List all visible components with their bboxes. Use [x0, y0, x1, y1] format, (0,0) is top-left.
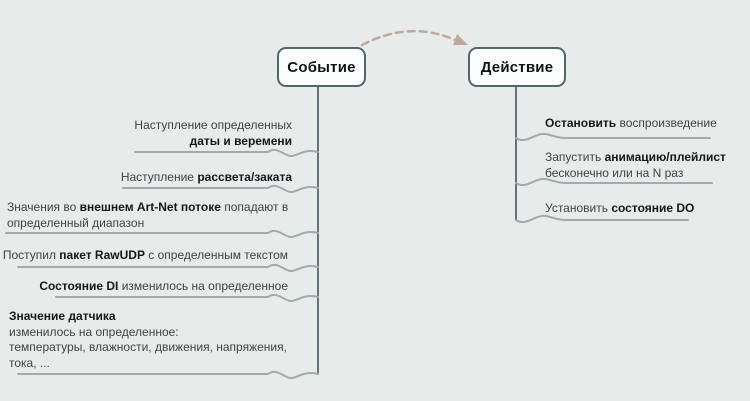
action-item-start-animation[interactable]: Запустить анимацию/плейлист бесконечно и… [545, 150, 735, 181]
event-item-underline-5 [55, 293, 319, 303]
text-segment: с определенным текстом [144, 248, 288, 262]
text-segment: даты и веремени [189, 133, 292, 148]
text-segment: Значение датчика [9, 309, 116, 323]
action-item-underline-3 [515, 214, 689, 224]
event-item-di-state[interactable]: Состояние DI изменилось на определенное [0, 279, 288, 295]
action-item-underline-1 [515, 132, 711, 142]
text-segment: Наступление [120, 170, 198, 184]
event-item-datetime[interactable]: Наступление определенных даты и веремени [0, 118, 292, 149]
text-segment: рассвета/заката [197, 170, 292, 184]
action-item-underline-2 [515, 177, 713, 187]
text-segment: воспроизведение [616, 116, 717, 130]
node-event[interactable]: Событие [277, 47, 366, 87]
text-segment: анимацию/плейлист [604, 150, 726, 164]
relationship-arrow [360, 29, 457, 47]
event-item-rawudp-packet[interactable]: Поступил пакет RawUDP с определенным тек… [0, 248, 288, 264]
text-segment: состояние DO [611, 201, 695, 215]
event-item-artnet-range[interactable]: Значения во внешнем Art-Net потоке попад… [7, 200, 322, 231]
text-segment: Остановить [545, 116, 617, 130]
text-segment: Поступил [2, 248, 60, 262]
event-item-underline-6 [17, 370, 319, 380]
text-segment: изменилось на определенное: температуры,… [9, 324, 287, 370]
text-segment: пакет RawUDP [59, 248, 145, 262]
text-segment: Состояние DI [39, 279, 119, 293]
event-item-sensor-value[interactable]: Значение датчика изменилось на определен… [9, 309, 324, 371]
event-item-underline-1 [134, 148, 319, 158]
node-action[interactable]: Действие [468, 47, 566, 87]
text-segment: попадают в определенный диапазон [7, 200, 289, 230]
text-segment: Установить [545, 201, 612, 215]
action-item-stop-playback[interactable]: Остановить воспроизведение [545, 116, 735, 132]
relationship-arrowhead-icon [453, 34, 468, 45]
text-segment: изменилось на определенное [118, 279, 288, 293]
text-segment: Запустить [545, 150, 605, 164]
event-item-underline-2 [122, 184, 319, 194]
event-item-underline-3 [5, 229, 319, 239]
text-segment: внешнем Art-Net потоке [79, 200, 221, 214]
text-segment: Наступление определенных [134, 118, 292, 132]
action-item-set-do-state[interactable]: Установить состояние DO [545, 201, 735, 217]
event-item-underline-4 [17, 263, 319, 273]
text-segment: бесконечно или на N раз [545, 165, 684, 180]
event-item-sunrise-sunset[interactable]: Наступление рассвета/заката [0, 170, 292, 186]
text-segment: Значения во [7, 200, 80, 214]
